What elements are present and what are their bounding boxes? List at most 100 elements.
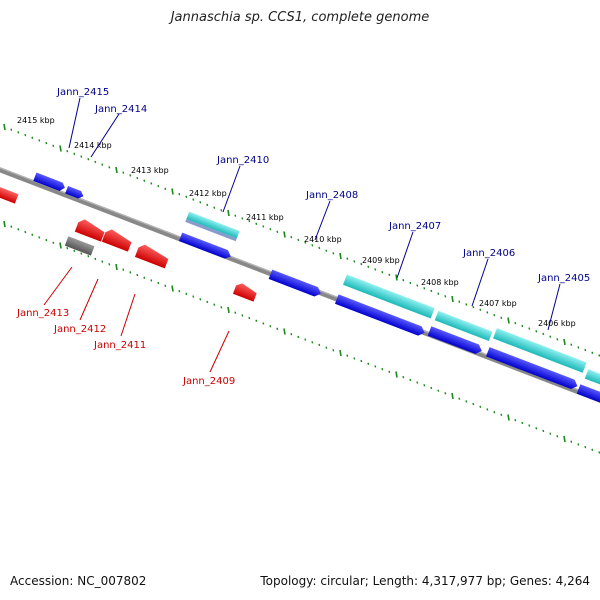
tick-minor (87, 255, 90, 258)
tick-minor (577, 443, 580, 446)
tick-major (3, 123, 6, 131)
tick-minor (367, 265, 370, 268)
gene-label-jann-2407[interactable]: Jann_2407 (388, 221, 441, 232)
tick-minor (423, 384, 426, 387)
gene-jann-2410-cds[interactable] (179, 232, 233, 261)
tick-minor (143, 276, 146, 279)
tick-minor (164, 187, 167, 191)
gene-label-jann-2413[interactable]: Jann_2413 (16, 308, 69, 319)
gene-jann-2414[interactable] (65, 186, 85, 200)
tick-minor (66, 149, 69, 153)
tick-minor (549, 432, 552, 435)
tick-minor (416, 284, 419, 287)
tick-minor (570, 343, 573, 346)
tick-minor (276, 327, 279, 331)
gene-jann-2408[interactable] (268, 269, 323, 299)
kbp-label: 2407 kbp (479, 299, 517, 308)
gene-label-jann-2405[interactable]: Jann_2405 (537, 273, 590, 284)
tick-minor (290, 333, 293, 336)
gene-jann-2413[interactable] (74, 218, 107, 242)
gene-edge-forward-cds[interactable] (576, 384, 600, 404)
tick-major (507, 414, 510, 421)
tick-minor (38, 139, 41, 142)
tick-minor (346, 354, 349, 357)
gene-label-jann-2409[interactable]: Jann_2409 (182, 376, 235, 387)
tick-minor (486, 408, 489, 411)
tick-major (563, 338, 566, 346)
kbp-ticks-upper (3, 123, 600, 357)
tick-minor (556, 338, 559, 341)
tick-minor (262, 322, 265, 325)
tick-minor (556, 435, 559, 438)
tick-minor (388, 273, 391, 277)
tick-minor (528, 424, 531, 427)
tick-major (115, 263, 118, 271)
tick-major (3, 220, 6, 228)
gene-label-jann-2412[interactable]: Jann_2412 (53, 324, 106, 335)
tick-minor (542, 332, 545, 336)
gene-jann-2410[interactable] (185, 211, 240, 242)
gene-jann-2409[interactable] (232, 282, 258, 302)
tick-minor (353, 357, 356, 360)
tick-minor (521, 421, 524, 425)
tick-minor (206, 300, 209, 304)
gene-label-jann-2414[interactable]: Jann_2414 (94, 104, 147, 115)
tick-major (283, 328, 286, 335)
tick-minor (409, 378, 412, 382)
tick-minor (94, 257, 97, 261)
forward-genes (33, 172, 600, 404)
gene-jann-2406[interactable] (427, 326, 484, 355)
tick-minor (94, 160, 97, 164)
gene-labels: Jann_2415 Jann_2414 Jann_2410 Jann_2408 … (16, 87, 590, 387)
tick-minor (129, 174, 132, 177)
tick-minor (584, 445, 587, 449)
tick-minor (521, 324, 524, 328)
tick-major (59, 145, 62, 152)
tick-minor (423, 287, 426, 290)
gene-label-jann-2408[interactable]: Jann_2408 (305, 190, 358, 201)
tick-minor (437, 389, 440, 392)
gene-label-jann-2411[interactable]: Jann_2411 (93, 340, 146, 351)
tick-minor (122, 171, 125, 174)
gene-edge-forward[interactable] (584, 369, 600, 389)
kbp-label: 2406 kbp (538, 319, 576, 328)
tick-minor (353, 260, 356, 263)
gene-jann-2407[interactable] (334, 294, 426, 337)
tick-minor (31, 136, 34, 139)
tick-minor (318, 343, 321, 347)
tick-minor (178, 192, 181, 196)
tick-minor (493, 313, 496, 317)
gene-jann-2411[interactable] (134, 243, 170, 269)
tick-major (227, 306, 230, 314)
gene-jann-2412[interactable] (101, 228, 134, 252)
tick-minor (45, 141, 48, 145)
tick-minor (143, 179, 146, 182)
gene-label-jann-2406[interactable]: Jann_2406 (462, 248, 515, 259)
tick-minor (24, 230, 27, 234)
gene-jann-2413-other[interactable] (64, 236, 95, 256)
tick-minor (17, 228, 20, 231)
tick-minor (178, 289, 181, 293)
gene-label-jann-2410[interactable]: Jann_2410 (216, 155, 269, 166)
tick-minor (535, 330, 538, 333)
tick-minor (325, 249, 328, 252)
gene-jann-2405[interactable] (486, 347, 579, 391)
tick-minor (388, 370, 391, 374)
gene-jann-2407-rna[interactable] (342, 274, 435, 319)
gene-label-jann-2415[interactable]: Jann_2415 (56, 87, 109, 98)
gene-jann-2405-rna[interactable] (493, 328, 587, 373)
tick-minor (304, 338, 307, 341)
reverse-genes (0, 184, 258, 302)
tick-minor (500, 316, 503, 320)
gene-jann-2415[interactable] (33, 172, 66, 193)
tick-minor (262, 225, 265, 228)
gene-edge-reverse[interactable] (0, 184, 19, 204)
tick-minor (360, 262, 363, 266)
tick-minor (318, 246, 321, 250)
gene-jann-2406-rna[interactable] (434, 310, 493, 341)
tick-major (339, 349, 342, 357)
kbp-ticks-lower (3, 220, 600, 454)
tick-minor (199, 298, 202, 301)
tick-minor (591, 448, 594, 451)
